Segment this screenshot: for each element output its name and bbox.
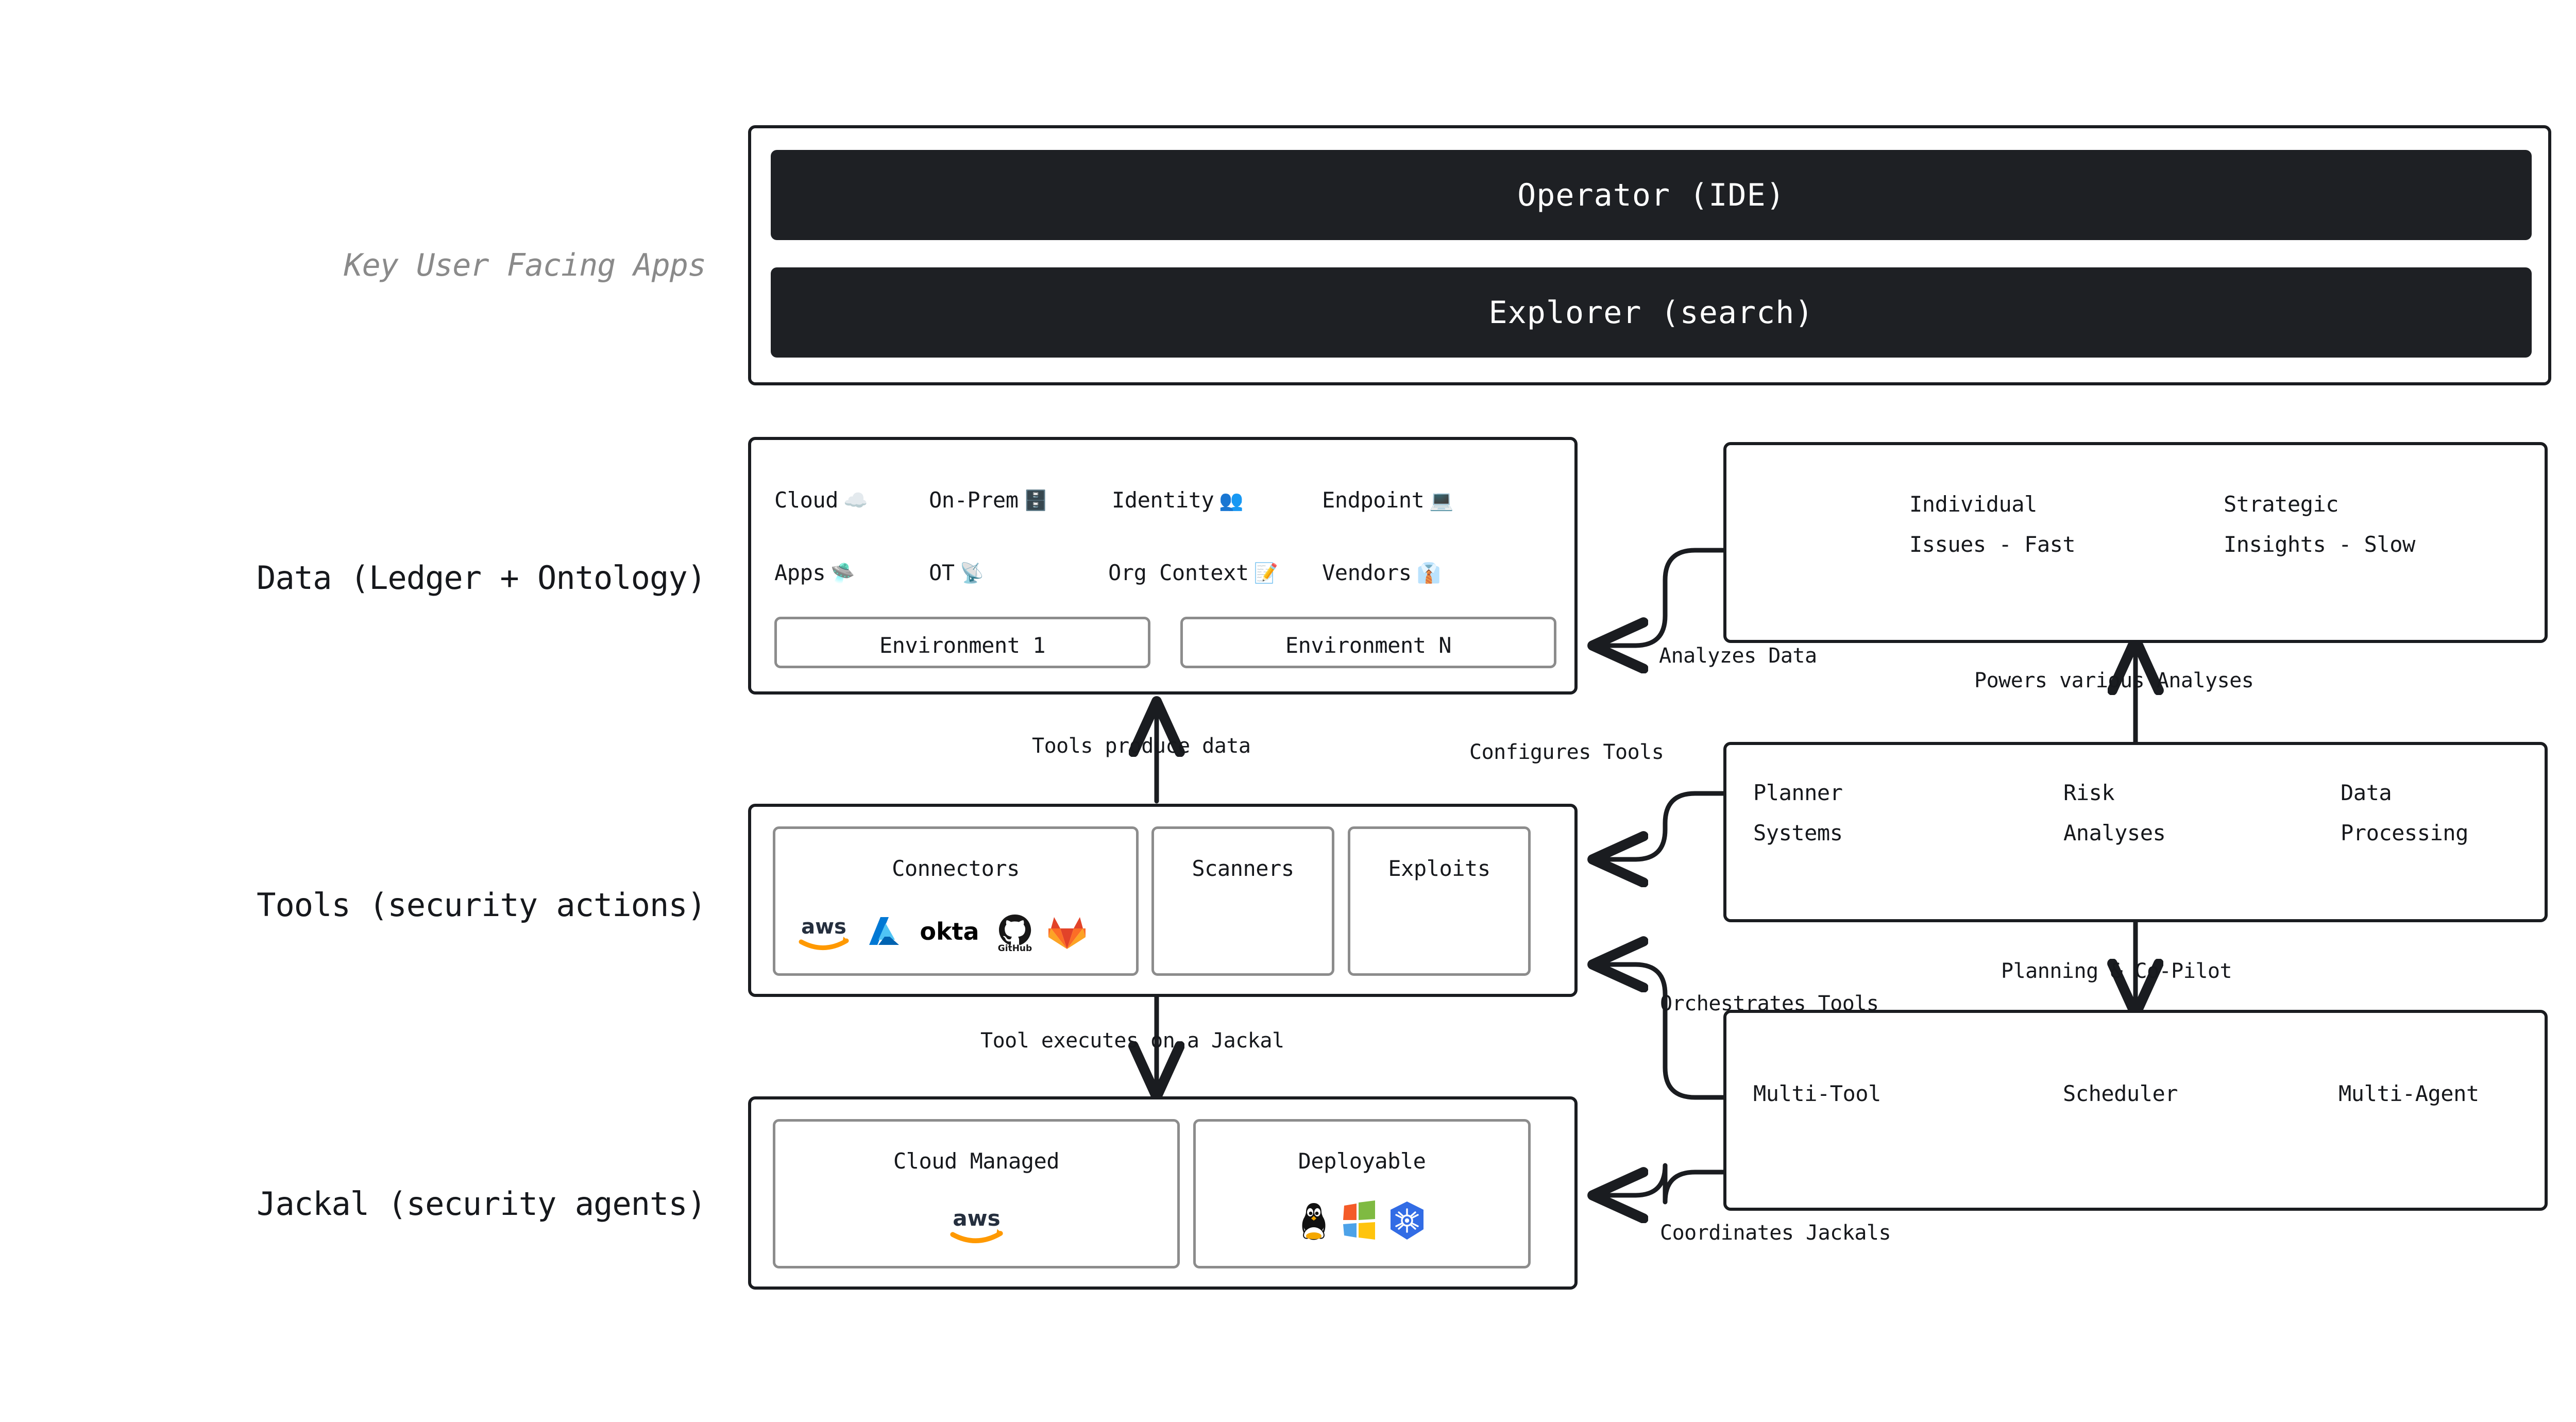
azure-logo xyxy=(869,917,899,945)
data-item-label: Cloud xyxy=(774,487,838,513)
data-item-label: OT xyxy=(929,560,955,585)
analysis-individual-line2: Issues - Fast xyxy=(1909,532,2076,557)
edge-label-configures-tools: Configures Tools xyxy=(1469,740,1664,764)
data-ledger-ontology-container: Cloud ☁️ On-Prem 🗄️ Identity 👥 Endpoint … xyxy=(748,437,1578,695)
memo-icon: 📝 xyxy=(1253,561,1278,584)
explorer-search-bar[interactable]: Explorer (search) xyxy=(771,267,2532,358)
data-item-ot[interactable]: OT 📡 xyxy=(929,560,984,585)
data-item-endpoint[interactable]: Endpoint 💻 xyxy=(1322,487,1454,513)
connector-logo-row: aws okta GitHub xyxy=(796,911,1087,953)
svg-text:GitHub: GitHub xyxy=(998,943,1032,953)
edge-label-tool-executes-on-jackal: Tool executes on a Jackal xyxy=(980,1029,1284,1053)
tools-security-actions-container: Connectors aws okta GitHub xyxy=(748,804,1578,997)
tools-card-exploits[interactable]: Exploits xyxy=(1348,826,1531,976)
task-engine-multi-agent: Multi-Agent xyxy=(2338,1081,2479,1106)
tools-card-scanners[interactable]: Scanners xyxy=(1151,826,1334,976)
data-item-label: On-Prem xyxy=(929,487,1019,513)
data-item-vendors[interactable]: Vendors 👔 xyxy=(1322,560,1441,585)
ai-agent-data-line1: Data xyxy=(2341,780,2392,805)
environment-1-card[interactable]: Environment 1 xyxy=(774,617,1150,668)
ai-agent-risk-line1: Risk xyxy=(2063,780,2115,805)
kubernetes-logo xyxy=(1390,1201,1423,1240)
ai-agent-planner-line2: Systems xyxy=(1753,820,1843,845)
data-item-label: Apps xyxy=(774,560,826,585)
tools-card-title: Connectors xyxy=(892,856,1020,881)
deployable-logo-row xyxy=(1196,1200,1528,1241)
environment-1-label: Environment 1 xyxy=(879,633,1046,658)
jackal-card-cloud-managed[interactable]: Cloud Managed aws xyxy=(773,1119,1180,1268)
data-item-label: Org Context xyxy=(1108,560,1249,585)
ai-agent-risk-line2: Analyses xyxy=(2063,820,2166,845)
user-facing-apps-container: Operator (IDE) Explorer (search) xyxy=(748,125,2551,385)
environment-n-card[interactable]: Environment N xyxy=(1180,617,1556,668)
task-engine-scheduler: Scheduler xyxy=(2063,1081,2178,1106)
jackal-card-deployable[interactable]: Deployable xyxy=(1193,1119,1531,1268)
github-logo: GitHub xyxy=(998,915,1032,953)
explorer-search-label: Explorer (search) xyxy=(1488,294,1814,331)
server-rack-icon: 🗄️ xyxy=(1023,488,1048,512)
edge-label-orchestrates-tools: Orchestrates Tools xyxy=(1660,992,1879,1015)
analysis-engine-container: Individual Issues - Fast Strategic Insig… xyxy=(1723,442,2548,643)
gitlab-logo xyxy=(1048,917,1086,949)
edge-label-analyzes-data: Analyzes Data xyxy=(1659,644,1817,668)
analysis-strategic-line1: Strategic xyxy=(2224,492,2339,517)
data-item-cloud[interactable]: Cloud ☁️ xyxy=(774,487,868,513)
data-item-label: Endpoint xyxy=(1322,487,1425,513)
people-icon: 👥 xyxy=(1219,488,1244,512)
data-item-identity[interactable]: Identity 👥 xyxy=(1112,487,1244,513)
environment-n-label: Environment N xyxy=(1285,633,1452,658)
operator-ide-label: Operator (IDE) xyxy=(1517,177,1785,213)
svg-text:aws: aws xyxy=(953,1206,1001,1231)
row-label-key-user-facing-apps: Key User Facing Apps xyxy=(344,247,706,283)
jackal-security-agents-container: Cloud Managed aws Deployable xyxy=(748,1096,1578,1290)
linux-logo xyxy=(1302,1203,1325,1240)
data-item-org-context[interactable]: Org Context 📝 xyxy=(1108,560,1278,585)
tools-card-title: Scanners xyxy=(1192,856,1294,881)
data-item-apps[interactable]: Apps 🛸 xyxy=(774,560,855,585)
analysis-individual-line1: Individual xyxy=(1909,492,2037,517)
svg-text:okta: okta xyxy=(920,918,979,945)
tools-card-title: Exploits xyxy=(1388,856,1490,881)
data-item-on-prem[interactable]: On-Prem 🗄️ xyxy=(929,487,1048,513)
data-item-label: Identity xyxy=(1112,487,1214,513)
edge-label-coordinates-jackals: Coordinates Jackals xyxy=(1660,1221,1891,1245)
svg-text:aws: aws xyxy=(801,915,846,939)
task-engine-container: Multi-Tool Scheduler Multi-Agent xyxy=(1723,1010,2548,1211)
tools-card-connectors[interactable]: Connectors aws okta GitHub xyxy=(773,826,1139,976)
jackal-card-title: Deployable xyxy=(1298,1148,1426,1174)
row-label-tools: Tools (security actions) xyxy=(257,886,706,924)
cloud-managed-logo-row: aws xyxy=(775,1204,1177,1244)
windows-logo xyxy=(1343,1200,1375,1240)
jackal-card-title: Cloud Managed xyxy=(893,1148,1060,1174)
operator-ide-bar[interactable]: Operator (IDE) xyxy=(771,150,2532,240)
code-icon: 🛸 xyxy=(831,561,855,584)
edge-label-planning-co-pilot: Planning & Co-Pilot xyxy=(2001,959,2232,983)
analysis-strategic-line2: Insights - Slow xyxy=(2224,532,2415,557)
task-engine-multi-tool: Multi-Tool xyxy=(1753,1081,1881,1106)
edge-label-tools-produce-data: Tools produce data xyxy=(1032,734,1251,758)
cloud-icon: ☁️ xyxy=(843,488,868,512)
aws-logo: aws xyxy=(799,915,849,950)
laptop-icon: 💻 xyxy=(1429,488,1454,512)
row-label-jackal: Jackal (security agents) xyxy=(257,1185,706,1223)
data-item-label: Vendors xyxy=(1322,560,1412,585)
ai-agents-container: Planner Systems Risk Analyses Data Proce… xyxy=(1723,742,2548,922)
satellite-icon: 📡 xyxy=(959,561,984,584)
ai-agent-data-line2: Processing xyxy=(2341,820,2468,845)
ai-agent-planner-line1: Planner xyxy=(1753,780,1843,805)
row-label-data: Data (Ledger + Ontology) xyxy=(257,559,706,597)
edge-label-powers-various-analyses: Powers various Analyses xyxy=(1974,669,2254,692)
okta-logo: okta xyxy=(920,918,979,945)
office-worker-icon: 👔 xyxy=(1416,561,1441,584)
aws-logo: aws xyxy=(950,1206,1003,1243)
